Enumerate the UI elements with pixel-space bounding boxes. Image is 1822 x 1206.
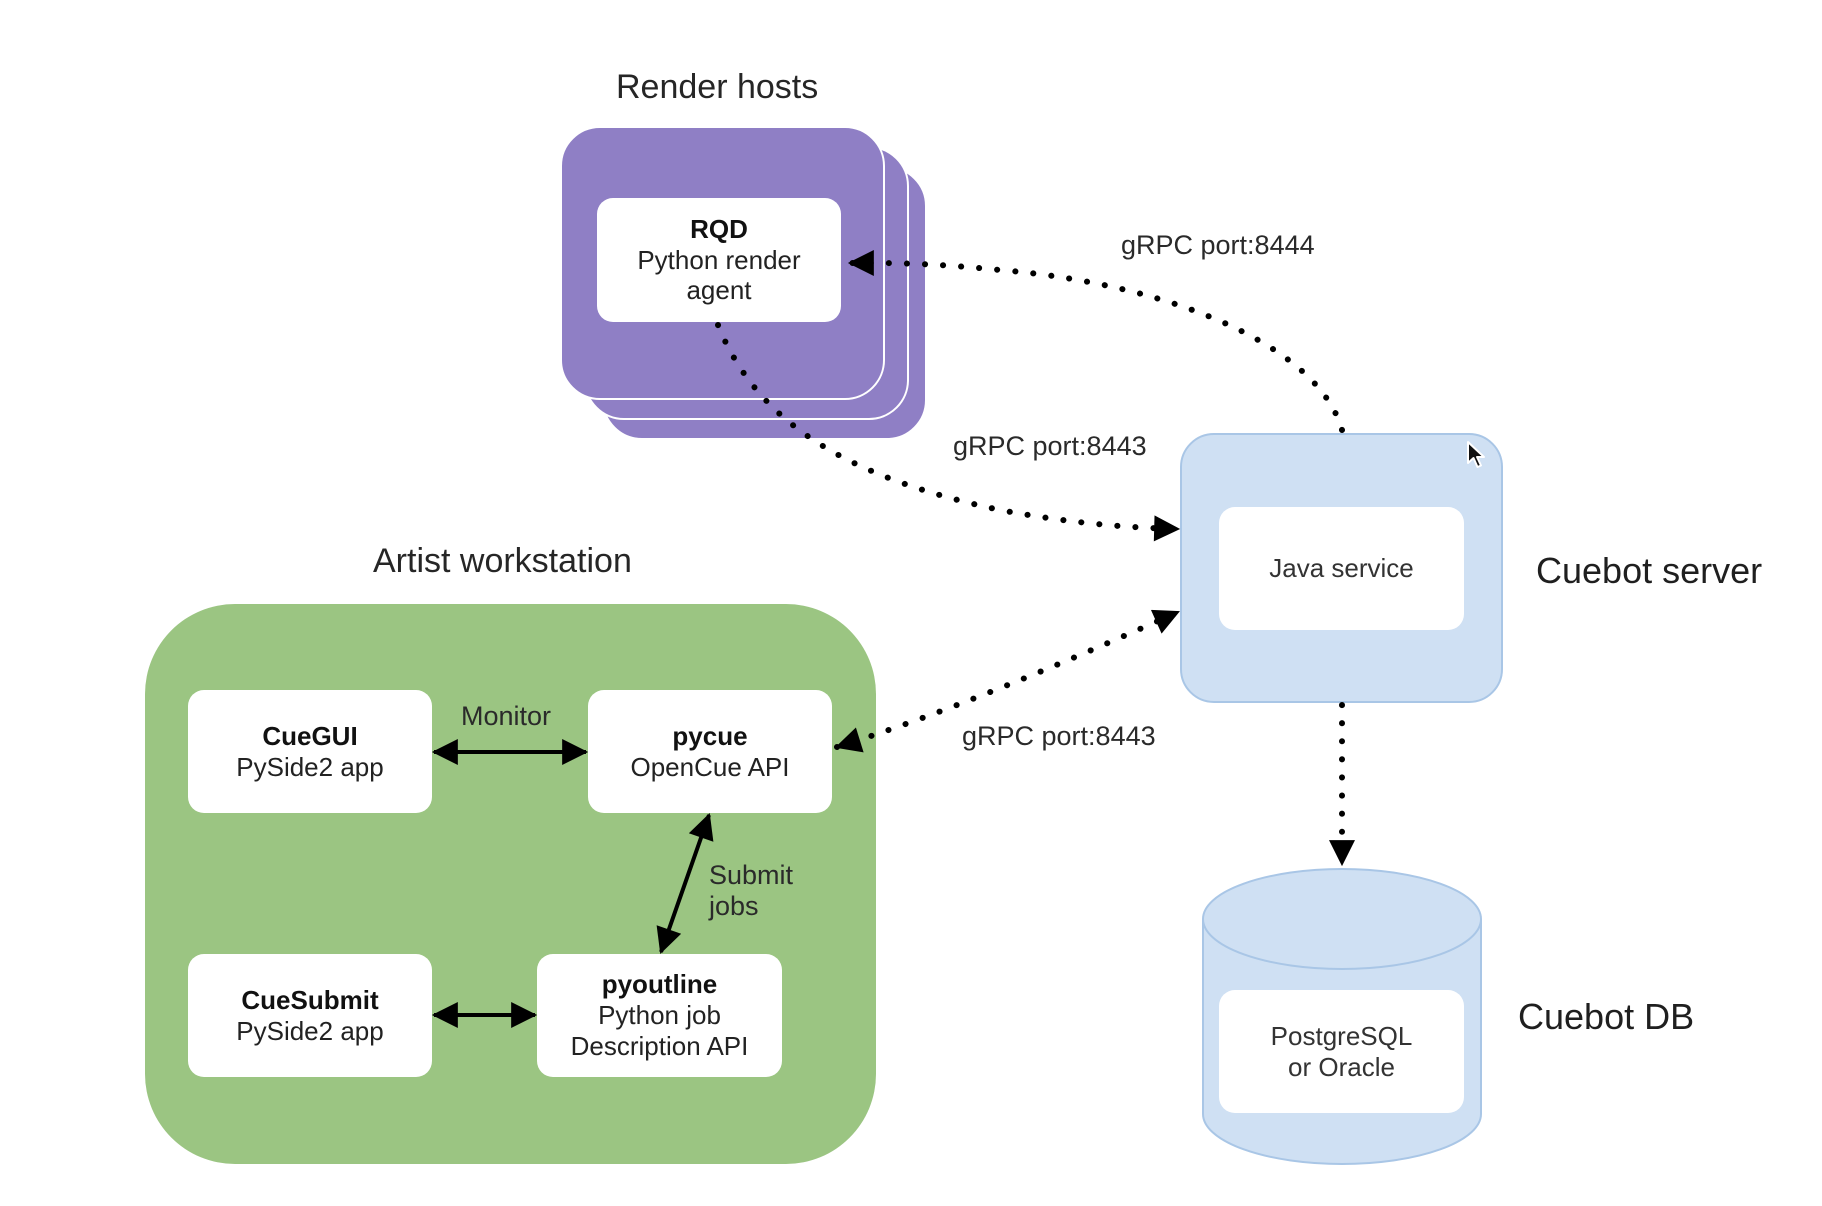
java-service-label: Java service bbox=[1269, 553, 1414, 584]
pycue-node: pycue OpenCue API bbox=[588, 690, 832, 813]
rqd-subtitle-line2: agent bbox=[686, 275, 752, 306]
postgresql-line2: or Oracle bbox=[1288, 1051, 1395, 1082]
java-service-node: Java service bbox=[1219, 507, 1464, 630]
pyoutline-subtitle-line1: Python job bbox=[598, 1000, 721, 1031]
cuegui-node: CueGUI PySide2 app bbox=[188, 690, 432, 813]
submit-label-line1: Submit bbox=[709, 860, 794, 890]
mouse-cursor-icon bbox=[1466, 440, 1488, 470]
cuebot-from-rqd-port-label: gRPC port:8443 bbox=[953, 431, 1147, 461]
rqd-title: RQD bbox=[690, 213, 748, 244]
pyoutline-title: pyoutline bbox=[601, 969, 718, 1000]
cuesubmit-title: CueSubmit bbox=[241, 984, 379, 1015]
pycue-port-label: gRPC port:8443 bbox=[962, 721, 1156, 751]
pyoutline-subtitle-line2: Description API bbox=[570, 1030, 749, 1061]
monitor-label: Monitor bbox=[461, 701, 552, 731]
cuesubmit-node: CueSubmit PySide2 app bbox=[188, 954, 432, 1077]
pycue-subtitle: OpenCue API bbox=[630, 751, 790, 782]
rqd-subtitle-line1: Python render bbox=[637, 244, 801, 275]
cuebot-db-title: Cuebot DB bbox=[1518, 996, 1695, 1037]
pyoutline-node: pyoutline Python job Description API bbox=[537, 954, 782, 1077]
artist-workstation-title: Artist workstation bbox=[373, 542, 632, 580]
cuegui-title: CueGUI bbox=[262, 720, 358, 751]
submit-jobs-label: Submit jobs bbox=[709, 860, 793, 922]
submit-label-line2: jobs bbox=[709, 891, 759, 922]
cuebot-server-title: Cuebot server bbox=[1536, 550, 1763, 591]
cuegui-subtitle: PySide2 app bbox=[236, 751, 384, 782]
rqd-port-label: gRPC port:8444 bbox=[1121, 230, 1315, 260]
pycue-title: pycue bbox=[672, 720, 748, 751]
cuesubmit-subtitle: PySide2 app bbox=[236, 1015, 384, 1046]
render-hosts-title: Render hosts bbox=[616, 68, 819, 106]
rqd-node: RQD Python render agent bbox=[597, 198, 841, 322]
postgresql-node: PostgreSQL or Oracle bbox=[1219, 990, 1464, 1113]
postgresql-line1: PostgreSQL bbox=[1270, 1020, 1413, 1051]
